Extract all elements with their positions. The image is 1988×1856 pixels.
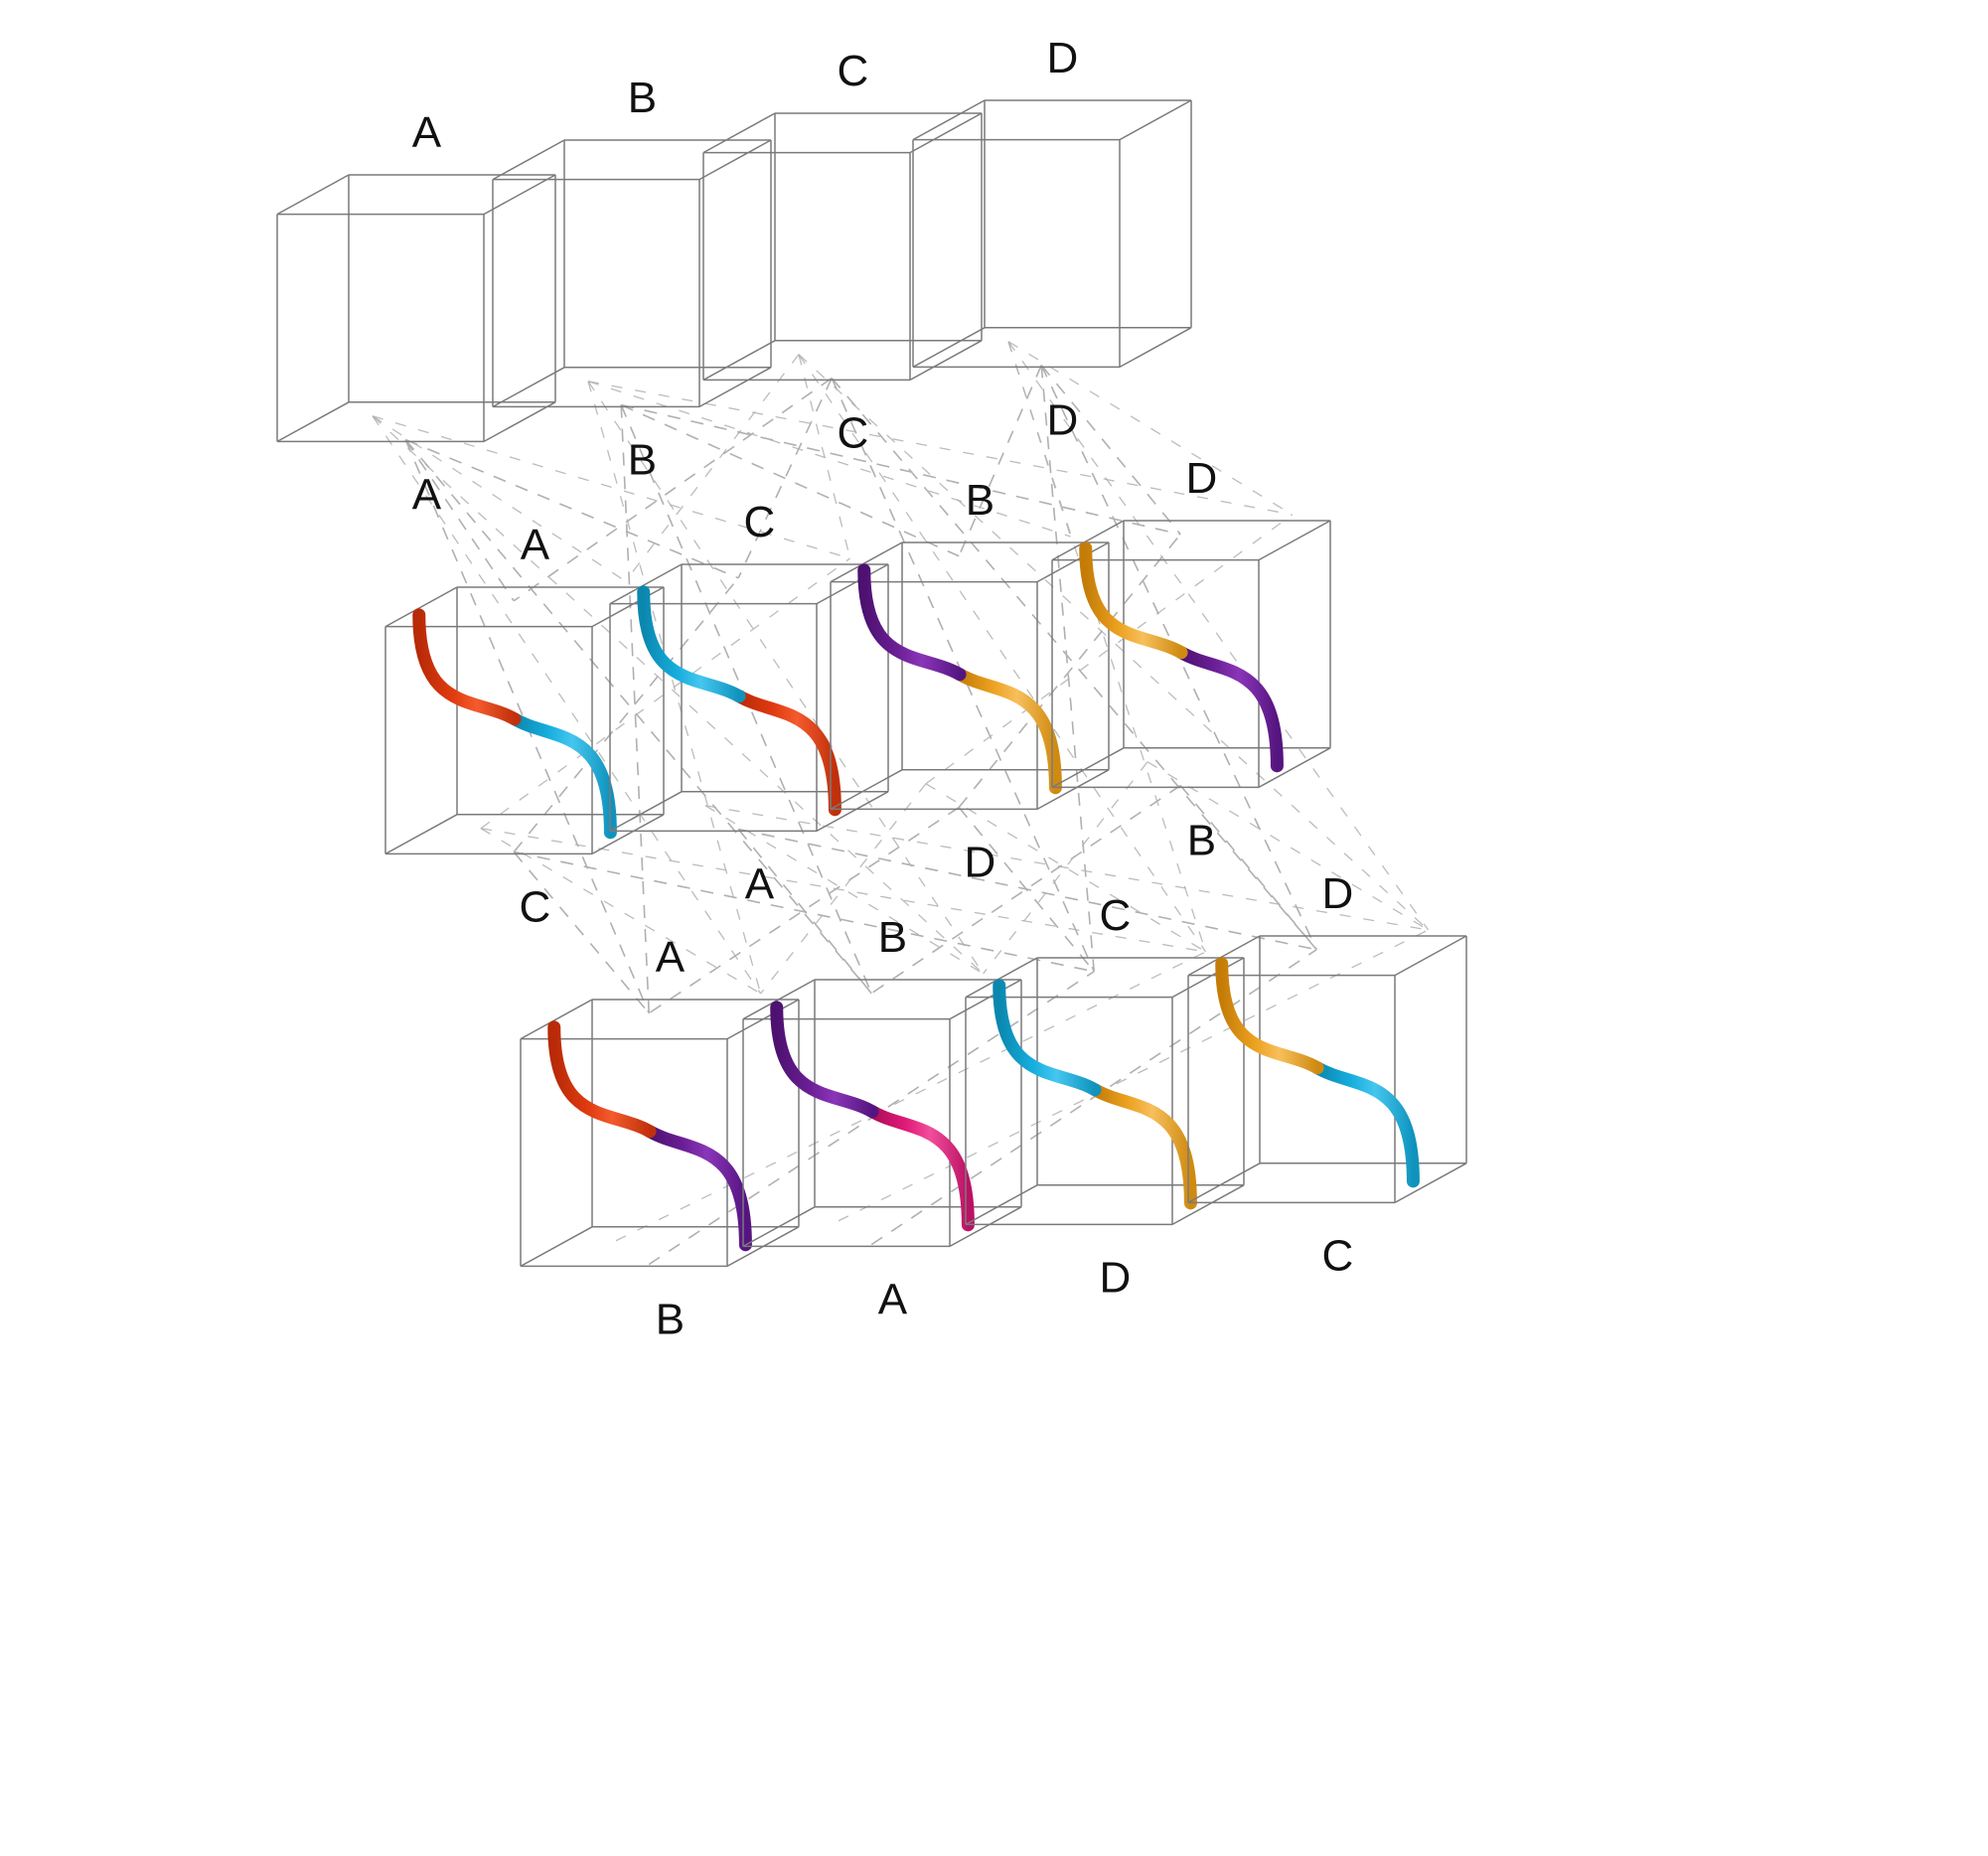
cube-label-top: B <box>966 476 994 525</box>
cube-r1c1[interactable] <box>276 174 556 444</box>
cube-label-top: C <box>1100 891 1132 940</box>
cube-wireframe <box>1051 520 1331 789</box>
tube-r2c1 <box>412 608 617 840</box>
dashed-link <box>870 784 1181 995</box>
dashed-link <box>587 381 1071 538</box>
cube-label-bottom: A <box>412 471 442 520</box>
tube-r2c2 <box>637 585 841 817</box>
cube-label-top: A <box>521 521 550 569</box>
cube-label-top: D <box>1186 454 1218 503</box>
cube-label-top: B <box>878 913 907 962</box>
tube-r3c4 <box>1215 957 1420 1188</box>
cube-r2c3[interactable] <box>830 541 1110 811</box>
dashed-link <box>925 514 1293 785</box>
cube-label-top: A <box>656 933 686 982</box>
cube-r3c1[interactable] <box>520 999 800 1268</box>
cube-label-bottom: D <box>965 839 996 887</box>
cube-layer <box>276 99 1467 1268</box>
dashed-link <box>372 415 762 995</box>
dashed-link <box>1007 341 1293 516</box>
dashed-link <box>704 805 984 975</box>
dashed-link <box>648 806 960 1014</box>
dashed-link <box>621 403 1181 536</box>
cube-r2c2[interactable] <box>609 563 889 833</box>
dashed-link <box>404 438 739 579</box>
dashed-link <box>958 365 1042 557</box>
cube-r1c3[interactable] <box>702 112 983 383</box>
dashed-link <box>958 534 1181 809</box>
dashed-link <box>831 378 1095 973</box>
cube-wireframe <box>609 563 889 833</box>
dashed-link <box>870 949 1317 1246</box>
tube-r2c3 <box>857 563 1062 795</box>
dashed-link <box>798 354 1207 953</box>
cube-label-top: C <box>838 47 869 95</box>
dashed-link <box>1007 341 1430 931</box>
cube-r3c2[interactable] <box>742 979 1022 1248</box>
cube-r2c1[interactable] <box>384 586 665 855</box>
dashed-link <box>513 577 739 853</box>
dashed-link <box>480 828 1206 953</box>
dashed-link <box>1179 785 1317 951</box>
tube-r2c4 <box>1079 541 1284 773</box>
cube-wireframe <box>384 586 665 855</box>
cube-label-bottom: B <box>1187 817 1216 865</box>
dashed-link <box>514 851 1095 973</box>
tube-r3c1 <box>547 1020 752 1252</box>
dashed-link <box>958 807 1095 973</box>
dashed-link <box>620 404 650 1013</box>
cube-label-top: B <box>628 74 657 122</box>
cube-wireframe <box>276 174 556 443</box>
cube-label-bottom: C <box>1322 1232 1354 1281</box>
dashed-link-layer <box>372 341 1430 1266</box>
cube-wireframe <box>702 112 983 382</box>
cube-r1c4[interactable] <box>912 99 1192 370</box>
dashed-link <box>798 354 851 559</box>
cube-label-bottom: A <box>745 860 775 909</box>
cube-label-top: A <box>412 108 442 157</box>
dashed-link <box>404 439 515 602</box>
cube-r3c3[interactable] <box>965 957 1245 1226</box>
cube-label-bottom: C <box>838 409 869 458</box>
cube-label-bottom: D <box>1100 1254 1132 1303</box>
dashed-link <box>404 439 872 995</box>
dashed-link <box>737 829 872 995</box>
dashed-link <box>925 783 1206 953</box>
cube-label-top: C <box>744 498 776 546</box>
cube-wireframe <box>965 957 1245 1226</box>
cube-label-layer: A A B B C C D D A C C A B D D B A B B A C D D C <box>412 34 1354 1344</box>
cube-wireframe <box>492 139 772 408</box>
dashed-link <box>513 377 833 602</box>
cube-label-bottom: D <box>1047 396 1079 445</box>
dashed-link <box>480 557 850 830</box>
cube-label-bottom: C <box>520 883 551 932</box>
dashed-link <box>1007 341 1207 953</box>
dashed-link <box>513 851 650 1014</box>
dashed-link <box>1040 365 1095 972</box>
tube-r3c3 <box>993 979 1197 1210</box>
cube-label-bottom: B <box>656 1296 685 1344</box>
dashed-link <box>1040 365 1317 951</box>
dashed-link <box>760 783 927 995</box>
cube-label-bottom: B <box>628 436 657 485</box>
dashed-link <box>983 761 1148 975</box>
cube-r1c2[interactable] <box>492 139 772 409</box>
dashed-link <box>1147 761 1429 931</box>
cube-label-top: D <box>1047 34 1079 82</box>
cube-r2c4[interactable] <box>1051 520 1331 789</box>
tube-r3c2 <box>770 1001 975 1232</box>
cube-label-top: D <box>1322 869 1354 918</box>
dashed-link <box>372 415 850 559</box>
dashed-link <box>372 415 985 975</box>
cube-wireframe <box>742 979 1022 1248</box>
dashed-link <box>1040 365 1181 536</box>
cube-r3c4[interactable] <box>1187 935 1467 1204</box>
dashed-link <box>480 828 761 995</box>
dashed-link <box>620 403 960 557</box>
cube-wireframe <box>912 99 1192 369</box>
cube-label-bottom: A <box>878 1276 908 1324</box>
dashed-link <box>831 378 1317 951</box>
